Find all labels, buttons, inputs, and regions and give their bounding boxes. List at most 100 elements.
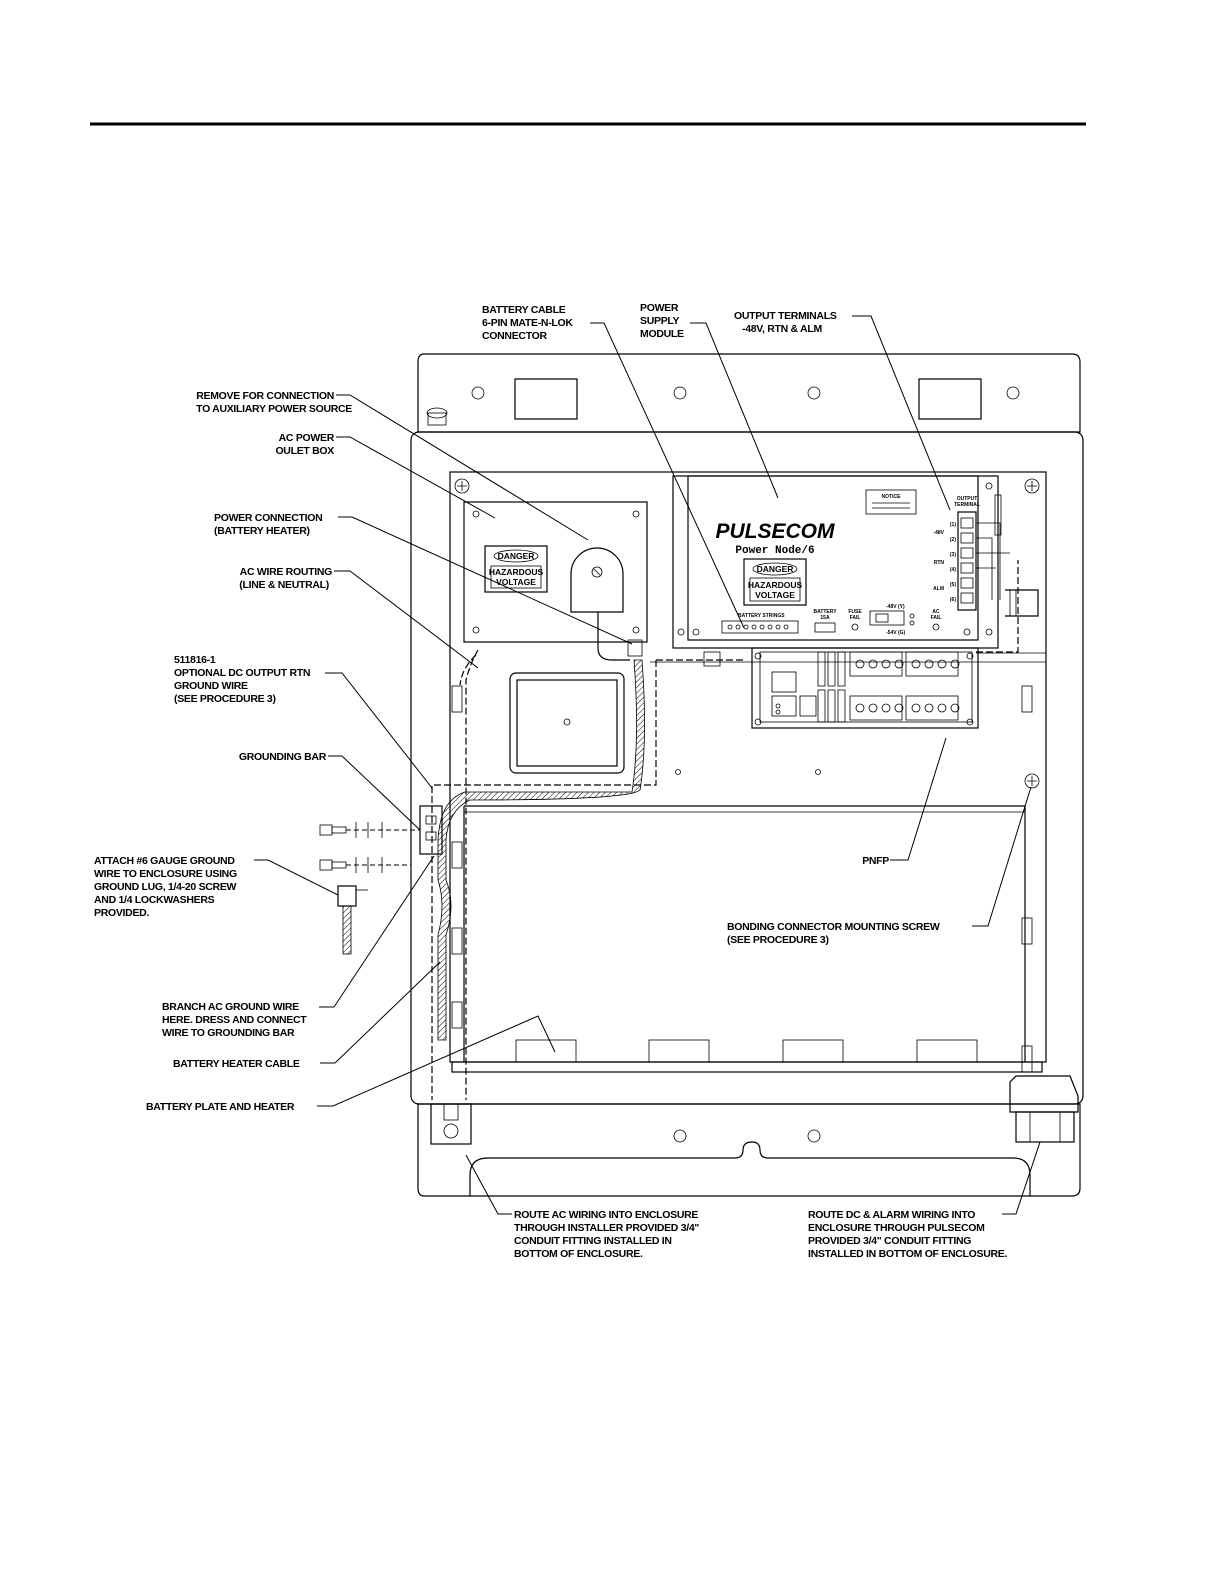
label-route-ac-line-4: BOTTOM OF ENCLOSURE. [514, 1248, 643, 1260]
label-route-ac: ROUTE AC WIRING INTO ENCLOSURE THROUGH I… [514, 1209, 700, 1260]
label-bonding-line-2: (SEE PROCEDURE 3) [727, 934, 829, 946]
terminal-number-1: (1) [950, 522, 956, 528]
battery-fuse-line-1: BATTERY [813, 609, 837, 615]
terminal-number-4: (4) [950, 567, 956, 573]
label-pnfp-text: PNFP [862, 855, 889, 867]
label-route-ac-line-3: CONDUIT FITTING INSTALLED IN [514, 1235, 672, 1247]
ac-fail-line-1: AC [932, 609, 940, 615]
label-power-connection: POWER CONNECTION (BATTERY HEATER) [214, 512, 323, 537]
leader-lines [254, 315, 1041, 1215]
label-bonding-screw: BONDING CONNECTOR MOUNTING SCREW (SEE PR… [727, 921, 940, 946]
label-route-ac-line-1: ROUTE AC WIRING INTO ENCLOSURE [514, 1209, 698, 1221]
power-supply-module: PULSECOM Power Node/6 NOTICE DANGER HAZA… [672, 475, 1039, 649]
ac-wire-routing [465, 649, 479, 1100]
label-power-supply-line-1: POWER [640, 302, 679, 314]
notice-label: NOTICE [882, 494, 902, 500]
terminal-number-2: (2) [950, 537, 956, 543]
label-route-dc-line-4: INSTALLED IN BOTTOM OF ENCLOSURE. [808, 1248, 1008, 1260]
label-grounding-bar-text: GROUNDING BAR [239, 751, 327, 763]
label-ac-power-outlet: AC POWER OULET BOX [275, 432, 335, 457]
label-attach-ground-line-3: GROUND LUG, 1/4-20 SCREW [94, 881, 237, 893]
ac-fail-line-2: FAIL [931, 615, 942, 621]
label-power-supply-module: POWER SUPPLY MODULE [640, 302, 684, 340]
label-attach-ground-line-4: AND 1/4 LOCKWASHERS [94, 894, 215, 906]
module-hazard-line-2: VOLTAGE [755, 590, 795, 600]
terminal-number-5: (5) [950, 582, 956, 588]
battery-heater-cable [437, 659, 645, 1041]
fuse-fail-line-1: FUSE [848, 609, 862, 615]
label-output-terminals-line-1: OUTPUT TERMINALS [734, 310, 837, 322]
battery-strings-label: BATTERY STRINGS [738, 613, 785, 619]
pnfp-board [751, 647, 979, 729]
label-route-ac-line-2: THROUGH INSTALLER PROVIDED 3/4" [514, 1222, 699, 1234]
label-pnfp: PNFP [862, 855, 889, 867]
voltage-54-label: -54V (G) [886, 630, 906, 636]
terminal-number-6: (6) [950, 597, 956, 603]
label-battery-plate: BATTERY PLATE AND HEATER [146, 1101, 295, 1113]
label-ac-power-line-2: OULET BOX [275, 445, 334, 457]
label-battery-cable-line-2: 6-PIN MATE-N-LOK [482, 317, 573, 329]
label-branch-ac-line-1: BRANCH AC GROUND WIRE [162, 1001, 299, 1013]
label-optional-dc-rtn: 511816-1 OPTIONAL DC OUTPUT RTN GROUND W… [174, 654, 310, 705]
module-model: Power Node/6 [735, 545, 814, 557]
voltage-48-label: -48V (Y) [886, 604, 905, 610]
terminal-label-rtn: RTN [934, 560, 945, 566]
label-attach-ground-line-5: PROVIDED. [94, 907, 149, 919]
terminal-label-alm: ALM [933, 586, 944, 592]
outlet-hazard-line-2: VOLTAGE [496, 577, 536, 587]
label-remove-for-connection: REMOVE FOR CONNECTION TO AUXILIARY POWER… [196, 390, 352, 415]
label-attach-ground-line-1: ATTACH #6 GAUGE GROUND [94, 855, 235, 867]
label-battery-heater-cable: BATTERY HEATER CABLE [173, 1058, 300, 1070]
terminal-number-3: (3) [950, 552, 956, 558]
label-battery-heater-cable-text: BATTERY HEATER CABLE [173, 1058, 300, 1070]
label-power-connection-line-1: POWER CONNECTION [214, 512, 322, 524]
terminal-label-48v: -48V [933, 530, 944, 536]
label-ac-power-line-1: AC POWER [279, 432, 335, 444]
label-battery-cable-line-3: CONNECTOR [482, 330, 547, 342]
module-hazard-line-1: HAZARDOUS [748, 580, 803, 590]
conduit-fittings [430, 1075, 1079, 1145]
label-output-terminals-line-2: -48V, RTN & ALM [742, 323, 822, 335]
label-power-supply-line-3: MODULE [640, 328, 684, 340]
label-attach-ground: ATTACH #6 GAUGE GROUND WIRE TO ENCLOSURE… [94, 855, 237, 919]
label-battery-cable: BATTERY CABLE 6-PIN MATE-N-LOK CONNECTOR [482, 304, 574, 342]
label-grounding-bar: GROUNDING BAR [239, 751, 327, 763]
label-branch-ac-line-2: HERE. DRESS AND CONNECT [162, 1014, 307, 1026]
label-optional-dc-line-1: 511816-1 [174, 654, 216, 666]
label-route-dc: ROUTE DC & ALARM WIRING INTO ENCLOSURE T… [808, 1209, 1008, 1260]
label-optional-dc-line-3: GROUND WIRE [174, 680, 248, 692]
label-branch-ac-line-3: WIRE TO GROUNDING BAR [162, 1027, 295, 1039]
module-brand: PULSECOM [715, 520, 835, 543]
label-route-dc-line-2: ENCLOSURE THROUGH PULSECOM [808, 1222, 985, 1234]
pnfp-terminal-screws [855, 659, 960, 713]
label-bonding-line-1: BONDING CONNECTOR MOUNTING SCREW [727, 921, 940, 933]
transformer [509, 672, 625, 774]
label-power-supply-line-2: SUPPLY [640, 315, 680, 327]
pnfp-fuse-slots [817, 651, 846, 723]
enclosure [410, 353, 1084, 1197]
label-remove-line-2: TO AUXILIARY POWER SOURCE [196, 403, 352, 415]
ac-outlet-box: DANGER HAZARDOUS VOLTAGE [463, 501, 648, 661]
label-battery-cable-line-1: BATTERY CABLE [482, 304, 566, 316]
label-power-connection-line-2: (BATTERY HEATER) [214, 525, 310, 537]
outlet-danger-label: DANGER [498, 551, 535, 561]
label-route-dc-line-3: PROVIDED 3/4" CONDUIT FITTING [808, 1235, 971, 1247]
fuse-fail-line-2: FAIL [850, 615, 861, 621]
battery-fuse-line-2: 15A [820, 615, 830, 621]
label-output-terminals: OUTPUT TERMINALS -48V, RTN & ALM [734, 310, 837, 335]
label-remove-line-1: REMOVE FOR CONNECTION [196, 390, 334, 402]
label-route-dc-line-1: ROUTE DC & ALARM WIRING INTO [808, 1209, 975, 1221]
label-ac-wire-line-1: AC WIRE ROUTING [240, 566, 332, 578]
label-battery-plate-text: BATTERY PLATE AND HEATER [146, 1101, 295, 1113]
label-attach-ground-line-2: WIRE TO ENCLOSURE USING [94, 868, 237, 880]
module-danger-label: DANGER [757, 564, 794, 574]
label-ac-wire-routing: AC WIRE ROUTING (LINE & NEUTRAL) [239, 566, 332, 591]
label-optional-dc-line-2: OPTIONAL DC OUTPUT RTN [174, 667, 310, 679]
battery-connector-pins [727, 624, 789, 630]
output-terminal-header-1: OUTPUT [957, 496, 978, 502]
output-terminal-header-2: TERMINAL [954, 502, 980, 508]
label-branch-ac-ground: BRANCH AC GROUND WIRE HERE. DRESS AND CO… [162, 1001, 308, 1039]
ground-hardware [319, 822, 420, 955]
label-optional-dc-line-4: (SEE PROCEDURE 3) [174, 693, 276, 705]
